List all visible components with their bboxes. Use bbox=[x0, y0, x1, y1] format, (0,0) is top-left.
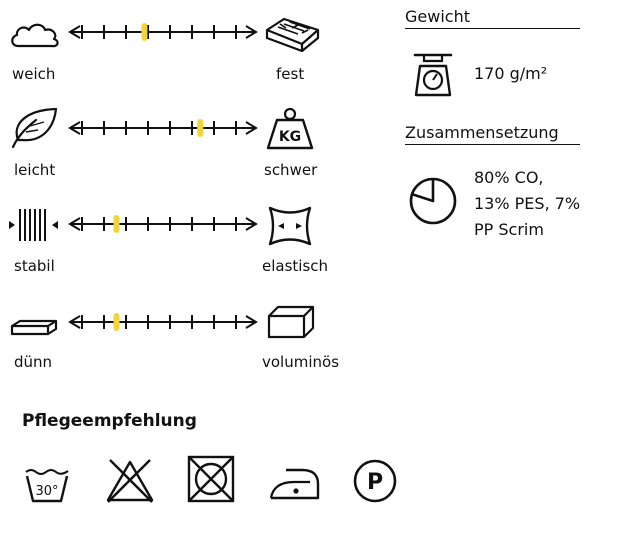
dry-clean-letter: P bbox=[367, 470, 383, 495]
weight-title-underline bbox=[405, 28, 580, 29]
scale-arrow-left bbox=[68, 121, 81, 135]
wash-30-icon: 30° bbox=[24, 468, 70, 508]
iron-low-icon bbox=[268, 466, 322, 506]
scale-row-1 bbox=[68, 21, 258, 43]
volume-box-icon bbox=[266, 304, 316, 344]
property-right-label-3: elastisch bbox=[262, 257, 329, 275]
scale-level-marker bbox=[113, 313, 120, 331]
scale-row-3 bbox=[68, 213, 258, 235]
composition-line-2: 13% PES, 7% bbox=[474, 194, 581, 213]
elastic-fabric-icon bbox=[266, 205, 314, 251]
scale-row-4 bbox=[68, 311, 258, 333]
property-left-label-2: leicht bbox=[14, 161, 56, 179]
pie-wedge bbox=[411, 179, 435, 203]
scale-level-marker bbox=[141, 23, 148, 41]
property-left-label-1: weich bbox=[12, 65, 56, 83]
scale-arrow-right bbox=[245, 25, 258, 39]
scale-level-marker bbox=[197, 119, 204, 137]
weight-kg-icon: KG bbox=[264, 106, 316, 154]
wash-temp-text: 30° bbox=[35, 484, 58, 499]
scale-icon bbox=[410, 52, 456, 102]
property-right-label-2: schwer bbox=[264, 161, 318, 179]
brick-icon bbox=[264, 16, 320, 56]
composition-text: 80% CO, 13% PES, 7% PP Scrim bbox=[474, 165, 580, 243]
pie-chart-icon bbox=[408, 176, 458, 230]
feather-icon bbox=[8, 106, 60, 154]
care-title: Pflegeempfehlung bbox=[22, 411, 197, 431]
dry-clean-p-icon: P bbox=[352, 458, 398, 508]
property-right-label-4: voluminös bbox=[262, 353, 340, 371]
stable-fabric-icon bbox=[6, 205, 62, 249]
composition-title: Zusammensetzung bbox=[405, 123, 559, 142]
composition-title-underline bbox=[405, 144, 580, 145]
property-left-label-3: stabil bbox=[14, 257, 55, 275]
scale-row-2 bbox=[68, 117, 258, 139]
thin-layer-icon bbox=[10, 316, 58, 342]
composition-line-1: 80% CO, bbox=[474, 168, 544, 187]
scale-arrow-right bbox=[245, 217, 258, 231]
scale-arrow-left bbox=[68, 217, 81, 231]
cloud-icon bbox=[8, 20, 62, 54]
weight-title: Gewicht bbox=[405, 7, 470, 26]
scale-level-marker bbox=[113, 215, 120, 233]
scale-arrow-left bbox=[68, 315, 81, 329]
no-bleach-icon bbox=[104, 456, 156, 508]
composition-line-3: PP Scrim bbox=[474, 220, 544, 239]
scale-arrow-left bbox=[68, 25, 81, 39]
no-tumble-dry-icon bbox=[186, 454, 236, 508]
property-right-label-1: fest bbox=[276, 65, 305, 83]
property-left-label-4: dünn bbox=[14, 353, 53, 371]
weight-value: 170 g/m² bbox=[474, 64, 548, 83]
svg-text:KG: KG bbox=[279, 129, 301, 145]
scale-arrow-right bbox=[245, 315, 258, 329]
scale-arrow-right bbox=[245, 121, 258, 135]
